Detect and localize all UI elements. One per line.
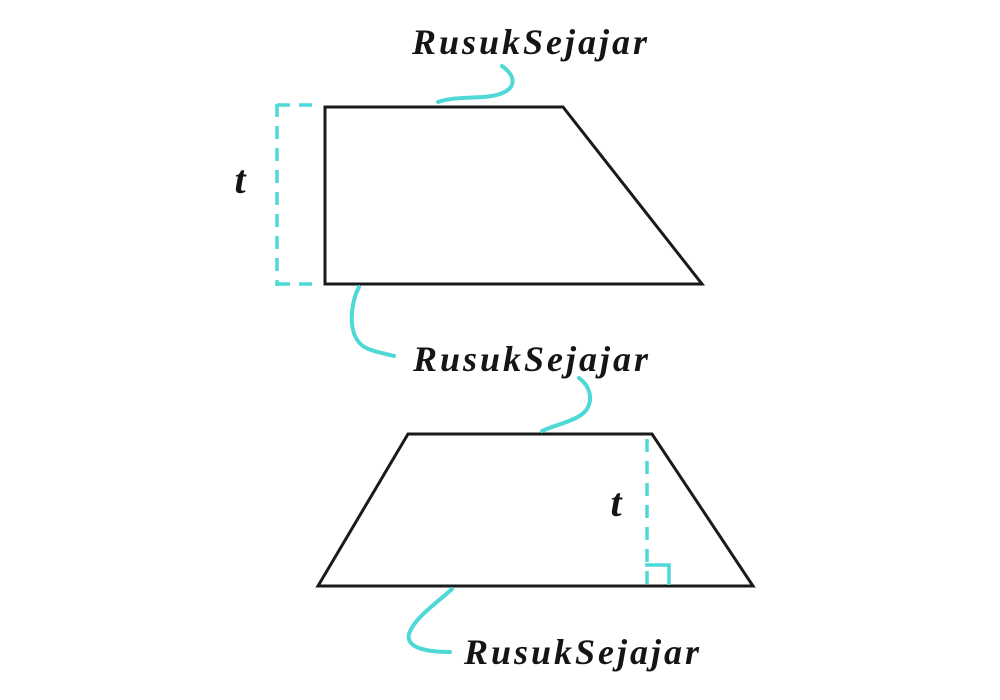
top-trapezoid-shape <box>323 105 706 286</box>
pointer-middle-label-to-top-edge <box>540 376 593 433</box>
right-angle-mark <box>645 563 671 585</box>
pointer-bottom-edge-to-bottom-label <box>406 587 454 654</box>
label-middle-parallel-side: RusukSejajar <box>412 339 651 379</box>
bottom-trapezoid-shape <box>315 432 756 588</box>
bottom-height-label: t <box>610 480 623 525</box>
pointer-bottom-edge-to-middle-label <box>349 285 396 358</box>
label-top-parallel-side: RusukSejajar <box>411 22 650 62</box>
top-height-label: t <box>234 157 247 202</box>
pointer-top-label-to-top-edge <box>436 64 515 104</box>
top-trapezoid-group: t <box>234 64 706 358</box>
bottom-trapezoid-group: t <box>315 376 756 654</box>
label-bottom-parallel-side: RusukSejajar <box>463 632 702 672</box>
